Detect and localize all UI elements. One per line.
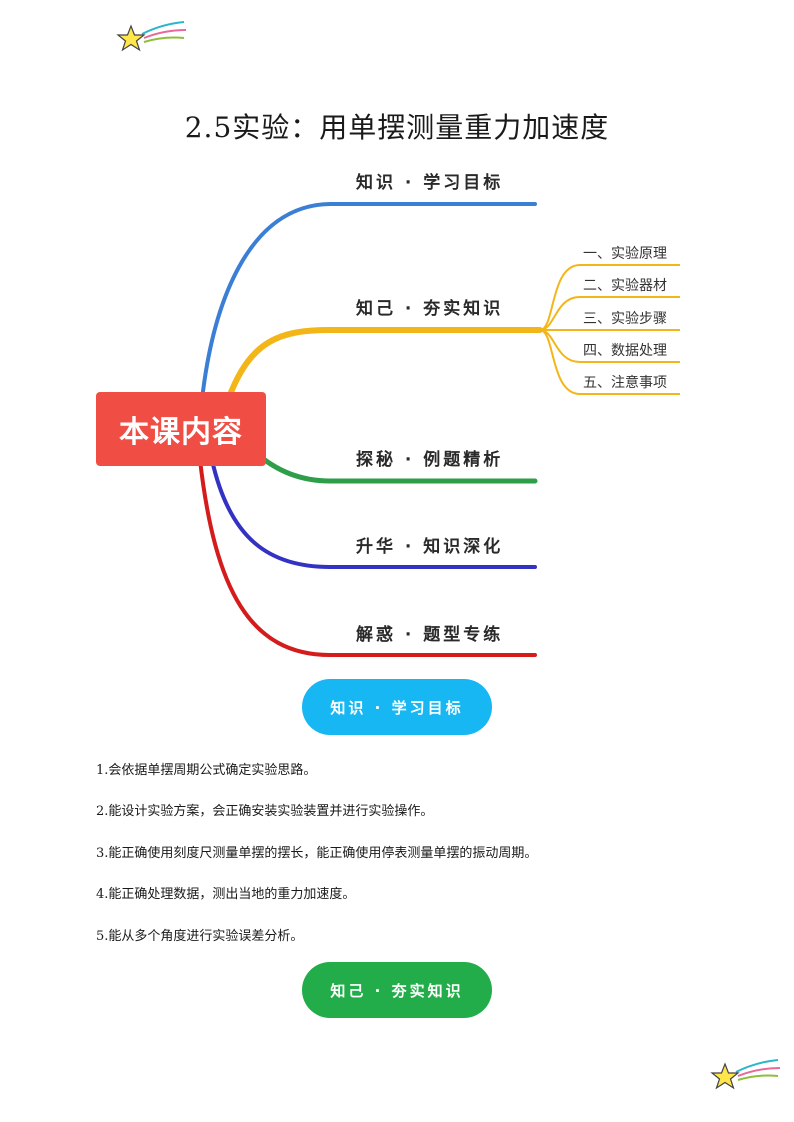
- sub-item-data: 四、数据处理: [583, 343, 667, 359]
- branch-line-knowledge: [225, 327, 543, 403]
- sub-item-notes: 五、注意事项: [583, 375, 667, 391]
- branch-line-deepen: [210, 458, 537, 569]
- sub-item-equipment: 二、实验器材: [583, 278, 667, 294]
- objective-item: 5.能从多个角度进行实验误差分析。: [96, 929, 304, 944]
- section-pill-goals: 知识 · 学习目标: [302, 679, 492, 735]
- section-pill-knowledge: 知己 · 夯实知识: [302, 962, 492, 1018]
- branch-label-knowledge: 知己 · 夯实知识: [356, 299, 504, 319]
- objective-item: 2.能设计实验方案，会正确安装实验装置并进行实验操作。: [96, 804, 434, 819]
- sub-item-steps: 三、实验步骤: [583, 311, 667, 327]
- shooting-star-icon: [710, 1059, 781, 1090]
- branch-line-goals: [198, 202, 537, 422]
- objective-item: 4.能正确处理数据，测出当地的重力加速度。: [96, 887, 356, 902]
- shooting-star-icon: [116, 21, 187, 52]
- objective-item: 1.会依据单摆周期公式确定实验思路。: [96, 763, 317, 778]
- branch-line-practice: [198, 458, 537, 657]
- branch-label-goals: 知识 · 学习目标: [356, 173, 504, 193]
- branch-label-examples: 探秘 · 例题精析: [356, 450, 504, 470]
- mindmap-center-node: 本课内容: [96, 392, 266, 466]
- objective-item: 3.能正确使用刻度尺测量单摆的摆长，能正确使用停表测量单摆的振动周期。: [96, 846, 538, 861]
- sub-item-principle: 一、实验原理: [583, 246, 667, 262]
- branch-label-deepen: 升华 · 知识深化: [356, 537, 504, 557]
- branch-label-practice: 解惑 · 题型专练: [356, 625, 504, 645]
- page-title: 2.5实验：用单摆测量重力加速度: [184, 111, 610, 144]
